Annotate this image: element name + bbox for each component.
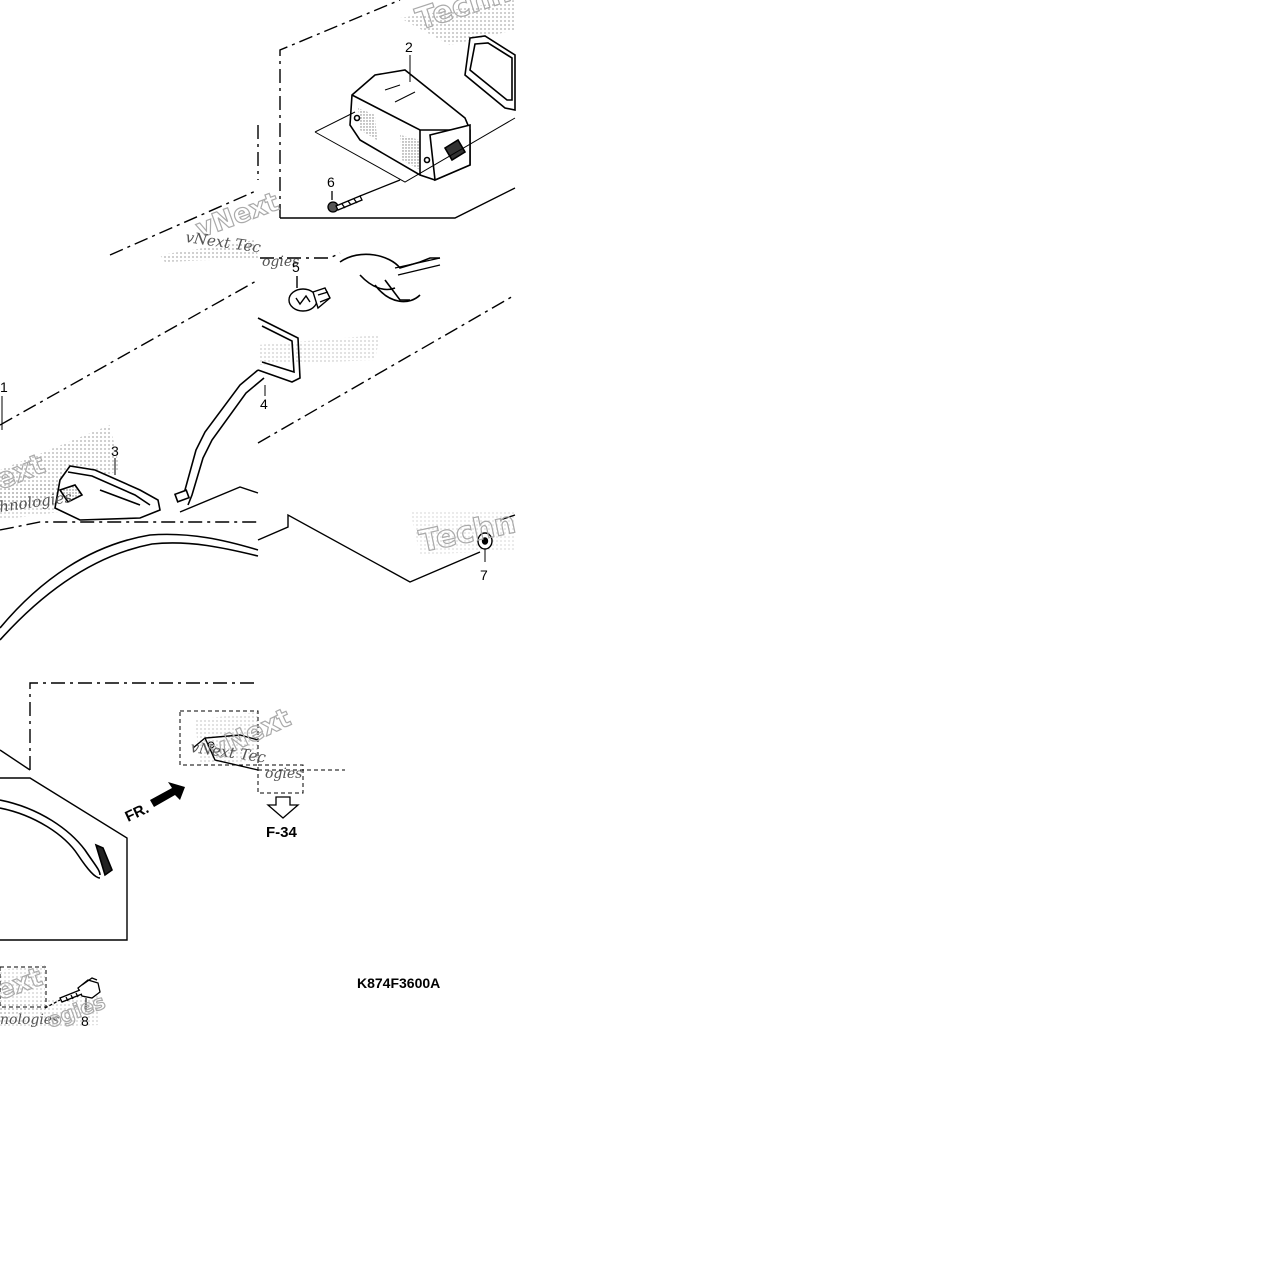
bolt-icon: [44, 977, 101, 1012]
washer-icon: [477, 514, 516, 562]
callout-8: 8: [81, 1013, 89, 1029]
reference-arrow-icon: [266, 796, 300, 819]
reference-label: F-34: [266, 824, 298, 841]
callout-4: 4: [260, 396, 268, 412]
tail-lamp-housing: [349, 69, 471, 182]
watermark-shading: [0, 0, 515, 1028]
callout-7: 7: [480, 567, 488, 583]
callouts: 1 2 3 4 5 6 7 8: [0, 39, 488, 1029]
bulb-icon: [288, 276, 331, 312]
watermark-ogies-bracket: ogies: [265, 766, 302, 782]
callout-6: 6: [327, 174, 335, 190]
wire-harness: [0, 396, 259, 879]
front-arrow-icon: [150, 782, 185, 807]
diagram-code: K874F3600A: [357, 975, 440, 991]
watermark-ogies: ogies: [262, 254, 299, 270]
callout-5: 5: [292, 259, 300, 275]
callout-3: 3: [111, 443, 119, 459]
bracket: [179, 710, 345, 794]
assembly-outlines: [0, 0, 516, 1008]
callout-1: 1: [0, 379, 8, 395]
license-lamp: [54, 458, 161, 521]
watermark-nologies-bottom: nologies: [0, 1012, 59, 1028]
tail-lamp-lens-frame: [464, 35, 516, 111]
front-arrow-label: FR.: [123, 800, 152, 826]
screw-icon: [327, 179, 401, 213]
callout-2: 2: [405, 39, 413, 55]
lamp-socket: [173, 253, 441, 506]
